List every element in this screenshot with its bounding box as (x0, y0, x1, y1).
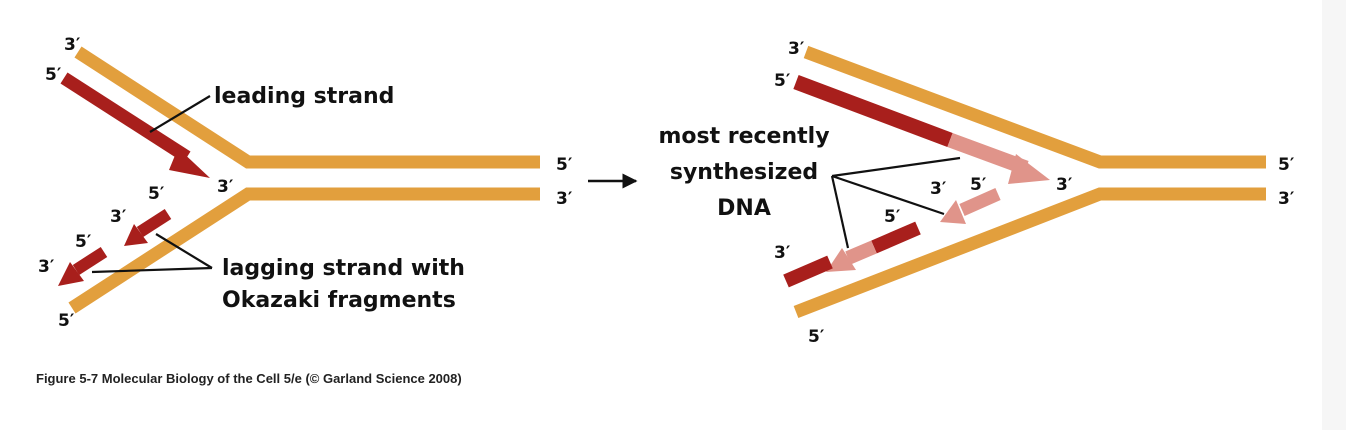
right-fragment-lower-5prime: 5′ (884, 207, 901, 227)
recent-dna-label-line1: most recently (658, 124, 829, 149)
left-top-strand-3prime: 3′ (64, 35, 81, 55)
right-okazaki-fragment-upper (940, 188, 1001, 224)
right-leading-arrow-3prime: 3′ (1056, 175, 1073, 195)
recent-dna-pointer-line-2 (831, 174, 945, 216)
left-replication-fork: 3′ 5′ 3′ 5′ 3′ 5′ 3′ 5′ 3′ 5′ leading st… (38, 35, 573, 331)
right-okazaki-fragment-lower (783, 221, 921, 288)
left-okazaki-fragment-lower (58, 246, 108, 286)
recent-dna-label-line3: DNA (717, 196, 771, 221)
right-leading-strand-arrow (793, 74, 1050, 184)
lagging-pointer-line-lower (91, 266, 213, 274)
left-fragment-upper-5prime: 5′ (148, 184, 165, 204)
recent-dna-pointer-line-1 (831, 156, 961, 178)
right-replication-fork: 3′ 5′ 3′ 5′ 3′ 3′ 5′ 5′ 3′ 5′ most recen… (658, 39, 1294, 347)
left-fragment-lower-3prime: 3′ (38, 257, 55, 277)
leading-strand-pointer-line (149, 95, 211, 133)
right-right-top-5prime: 5′ (1278, 155, 1295, 175)
leading-strand-label: leading strand (214, 84, 394, 109)
lagging-strand-label-line2: Okazaki fragments (222, 288, 456, 313)
left-leading-strand-arrow (60, 72, 210, 178)
right-fragment-upper-5prime: 5′ (970, 175, 987, 195)
right-top-strand-5prime: 5′ (774, 71, 791, 91)
lagging-pointer-line-upper (155, 233, 213, 269)
left-top-strand-5prime: 5′ (45, 65, 62, 85)
left-okazaki-fragment-upper (124, 208, 172, 246)
right-bottom-strand-5prime: 5′ (808, 327, 825, 347)
recent-dna-label-line2: synthesized (670, 160, 818, 185)
recent-dna-pointer-line-3 (830, 175, 850, 249)
right-top-strand-3prime: 3′ (788, 39, 805, 59)
right-template-strand-top (803, 45, 1266, 169)
left-fragment-upper-3prime: 3′ (110, 207, 127, 227)
left-right-bottom-3prime: 3′ (556, 189, 573, 209)
right-template-strand-bottom (793, 187, 1266, 319)
left-template-strand-top (74, 46, 540, 169)
right-fragment-upper-3prime: 3′ (930, 179, 947, 199)
right-right-bottom-3prime: 3′ (1278, 189, 1295, 209)
left-leading-arrow-3prime: 3′ (217, 177, 234, 197)
page-edge-strip (1322, 0, 1346, 430)
figure-caption: Figure 5-7 Molecular Biology of the Cell… (36, 371, 462, 386)
left-fragment-lower-5prime: 5′ (75, 232, 92, 252)
right-fragment-lower-3prime: 3′ (774, 243, 791, 263)
left-bottom-strand-5prime: 5′ (58, 311, 75, 331)
left-right-top-5prime: 5′ (556, 155, 573, 175)
lagging-strand-label-line1: lagging strand with (222, 256, 465, 281)
